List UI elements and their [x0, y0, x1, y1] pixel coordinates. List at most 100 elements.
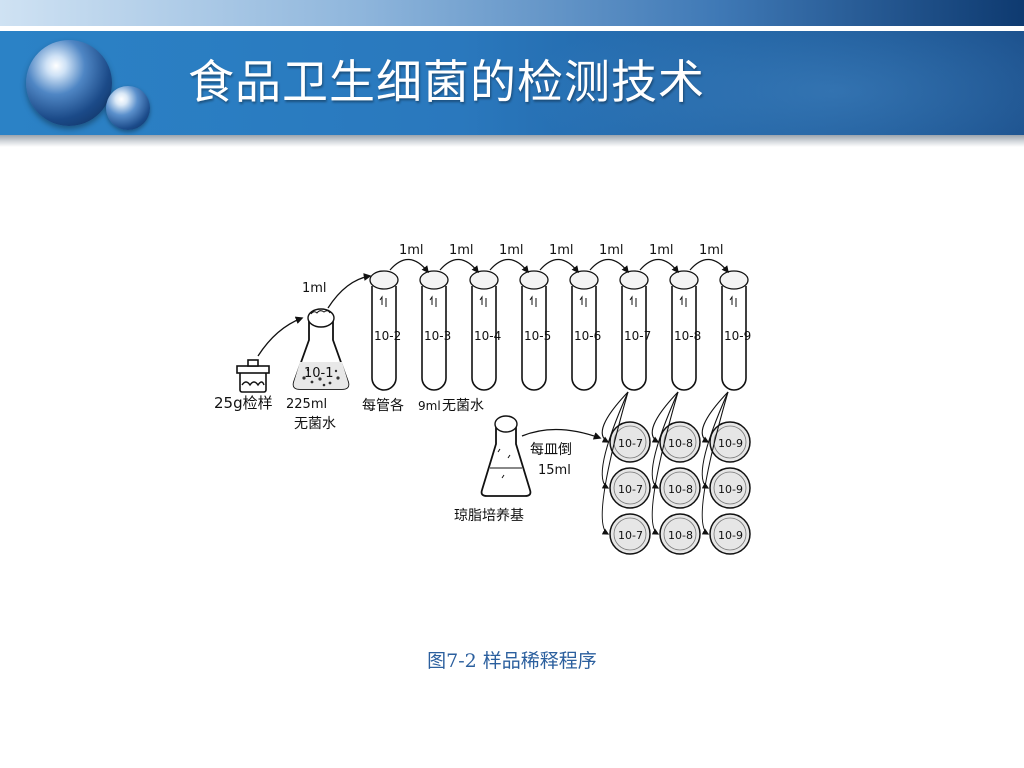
test-tube: 10-3	[419, 270, 451, 391]
tube-dilution-label: 10-4	[474, 329, 501, 343]
sample-jar-icon	[236, 359, 270, 393]
petri-dish-rim	[663, 517, 697, 551]
agar-flask-icon	[480, 415, 532, 497]
petri-dish: 10-8	[659, 467, 701, 509]
transfer-volume-label: 1ml	[699, 243, 724, 258]
cotton-plug-icon	[469, 270, 499, 290]
tube-body	[471, 286, 497, 391]
transfer-arrow	[589, 258, 629, 274]
plate-dilution-label: 10-8	[668, 437, 693, 450]
petri-dish: 10-9	[709, 513, 751, 555]
tube-mark	[429, 295, 437, 307]
banner-shadow	[0, 135, 1024, 147]
petri-dish-rim	[713, 471, 747, 505]
petri-dish-rim	[663, 471, 697, 505]
transfer-volume-label: 1ml	[599, 243, 624, 258]
large-sphere-logo-icon	[26, 40, 112, 126]
plate-dilution-label: 10-9	[718, 437, 743, 450]
tubes-note-suffix: 无菌水	[442, 398, 484, 414]
tubes-note-prefix: 每管各	[362, 398, 404, 414]
cotton-plug-icon	[519, 270, 549, 290]
test-tube: 10-2	[369, 270, 401, 391]
tube-mark	[679, 295, 687, 307]
petri-dish-outline	[659, 467, 701, 509]
inoculation-arrow	[651, 391, 679, 443]
test-tube: 10-7	[619, 270, 651, 391]
petri-dish-rim	[613, 517, 647, 551]
banner-glow-decoration	[524, 31, 1024, 135]
test-tube: 10-9	[719, 270, 751, 391]
inoculation-arrow	[601, 391, 629, 535]
plate-dilution-label: 10-8	[668, 483, 693, 496]
cotton-plug-icon	[719, 270, 749, 290]
petri-dish: 10-8	[659, 421, 701, 463]
figure-caption: 图7-2 样品稀释程序	[427, 650, 597, 672]
flask-dilution-label: 10-1	[304, 366, 334, 381]
tube-mark	[579, 295, 587, 307]
tube-dilution-label: 10-2	[374, 329, 401, 343]
transfer-arrow	[539, 258, 579, 274]
tube-mark	[529, 295, 537, 307]
plate-dilution-label: 10-9	[718, 529, 743, 542]
tube-body	[521, 286, 547, 391]
plate-dilution-label: 10-8	[668, 529, 693, 542]
tube-body	[721, 286, 747, 391]
transfer-arrow	[257, 316, 304, 357]
tube-dilution-label: 10-8	[674, 329, 701, 343]
petri-dish: 10-7	[609, 467, 651, 509]
transfer-arrow	[689, 258, 729, 274]
transfer-volume-label: 1ml	[302, 281, 327, 296]
title-banner	[0, 31, 1024, 135]
inoculation-arrow	[601, 391, 629, 443]
petri-dish: 10-7	[609, 513, 651, 555]
pour-arrow	[521, 428, 602, 440]
transfer-arrow	[327, 273, 372, 309]
cotton-plug-icon	[369, 270, 399, 290]
petri-dish-outline	[709, 467, 751, 509]
water-volume-label: 225ml	[286, 397, 327, 412]
tube-dilution-label: 10-5	[524, 329, 551, 343]
inoculation-arrow	[701, 391, 729, 443]
sample-label: 25g检样	[214, 394, 273, 412]
petri-dish-outline	[659, 513, 701, 555]
tube-dilution-label: 10-6	[574, 329, 601, 343]
test-tube: 10-5	[519, 270, 551, 391]
transfer-volume-label: 1ml	[649, 243, 674, 258]
dilution-flask-icon	[292, 308, 350, 390]
tube-dilution-label: 10-3	[424, 329, 451, 343]
petri-dish-outline	[609, 421, 651, 463]
cotton-plug-icon	[569, 270, 599, 290]
tube-body	[421, 286, 447, 391]
inoculation-arrow	[651, 391, 679, 535]
tube-body	[571, 286, 597, 391]
header-divider-line	[0, 26, 1024, 31]
plate-dilution-label: 10-7	[618, 529, 643, 542]
pour-label: 每皿倒	[530, 442, 572, 458]
tube-body	[671, 286, 697, 391]
cotton-plug-icon	[669, 270, 699, 290]
inoculation-arrow	[701, 391, 729, 535]
petri-dish-outline	[709, 513, 751, 555]
petri-dish: 10-7	[609, 421, 651, 463]
transfer-volume-label: 1ml	[499, 243, 524, 258]
water-label: 无菌水	[294, 416, 336, 432]
plate-dilution-label: 10-7	[618, 437, 643, 450]
tubes-note-volume: 9ml	[418, 399, 441, 413]
slide-title: 食品卫生细菌的检测技术	[188, 55, 705, 109]
transfer-volume-label: 1ml	[449, 243, 474, 258]
tube-body	[621, 286, 647, 391]
plate-dilution-label: 10-9	[718, 483, 743, 496]
petri-dish: 10-9	[709, 421, 751, 463]
test-tube: 10-4	[469, 270, 501, 391]
tube-body	[371, 286, 397, 391]
test-tube: 10-8	[669, 270, 701, 391]
petri-dish-outline	[609, 513, 651, 555]
transfer-arrow	[639, 258, 679, 274]
petri-dish: 10-9	[709, 467, 751, 509]
pour-volume-label: 15ml	[538, 463, 571, 478]
header-top-gradient-bar	[0, 0, 1024, 26]
agar-label: 琼脂培养基	[454, 507, 524, 524]
tube-mark	[629, 295, 637, 307]
transfer-volume-label: 1ml	[399, 243, 424, 258]
